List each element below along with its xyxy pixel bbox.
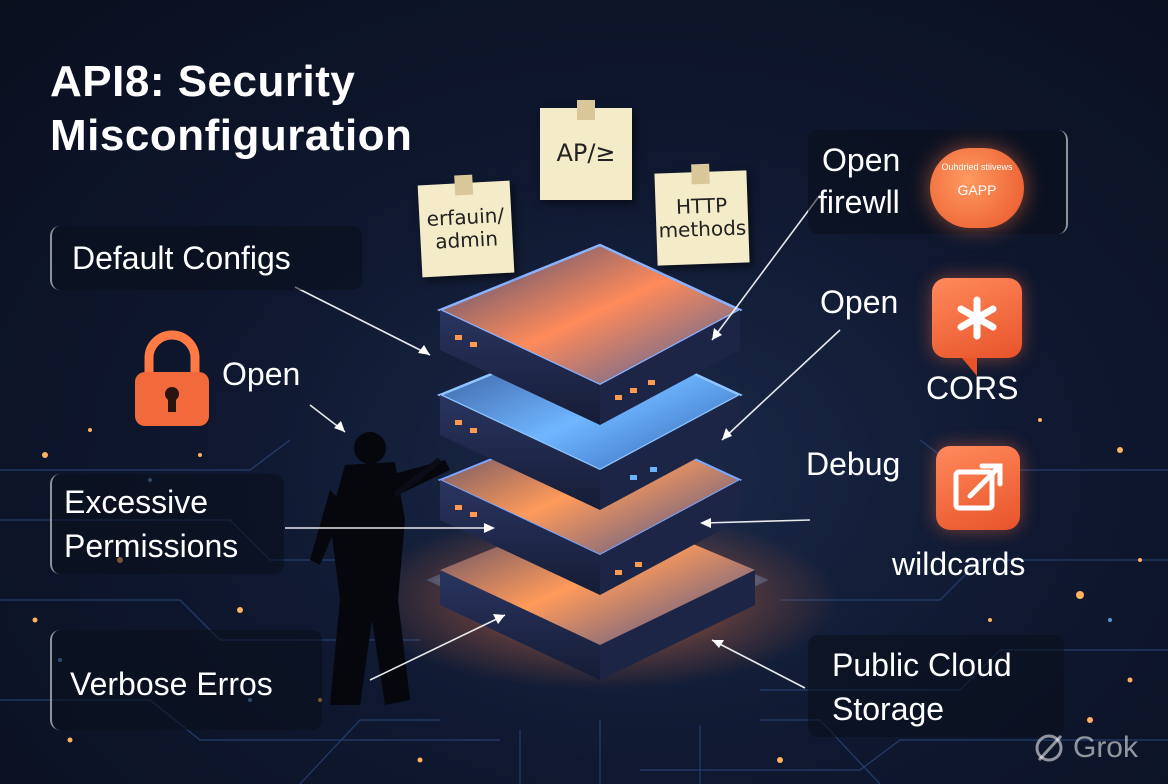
asterisk-icon xyxy=(932,278,1022,376)
tape xyxy=(577,100,595,120)
callout-excessive-permissions: Excessive Permissions xyxy=(50,474,284,574)
callout-verbose-errors: Verbose Erros xyxy=(50,630,322,730)
label-wildcards: wildcards xyxy=(892,546,1026,582)
tape xyxy=(454,174,474,196)
label-excessive-permissions: Excessive Permissions xyxy=(64,484,239,564)
gapp-badge: Ouhdried stiivews GAPP xyxy=(930,148,1024,228)
tape xyxy=(691,163,710,185)
sticky-note-center: AP/≥ xyxy=(540,100,632,200)
callout-public-cloud-storage: Public Cloud Storage xyxy=(808,635,1064,737)
label-open-lock: Open xyxy=(222,356,301,392)
server-stack xyxy=(426,243,769,680)
page-title: API8: Security Misconfiguration xyxy=(50,55,412,163)
label-open-firewall-1: Open xyxy=(822,142,901,178)
title-line-2: Misconfiguration xyxy=(50,111,413,160)
label-default-configs: Default Configs xyxy=(72,240,291,276)
gapp-text: GAPP xyxy=(957,182,997,198)
grok-logo-icon xyxy=(1035,734,1063,762)
lock-icon xyxy=(133,330,211,428)
external-link-icon xyxy=(936,446,1020,530)
label-public-cloud-storage: Public Cloud Storage xyxy=(832,647,1012,727)
callout-default-configs: Default Configs xyxy=(50,226,362,290)
label-verbose-errors: Verbose Erros xyxy=(70,666,273,702)
label-open-cors: Open xyxy=(820,284,899,320)
gapp-small-text: Ouhdried stiivews xyxy=(941,162,1013,172)
sticky-note-right: HTTP methods xyxy=(654,163,750,266)
label-open-firewall-2: firewll xyxy=(818,184,900,220)
grok-watermark: Grok xyxy=(1031,730,1138,766)
note-right-text: HTTP methods xyxy=(658,193,747,243)
title-line-1: API8: Security xyxy=(50,57,356,106)
sticky-note-left: erfauin/ admin xyxy=(417,174,515,278)
note-left-text: erfauin/ admin xyxy=(426,203,505,254)
label-debug: Debug xyxy=(806,446,901,482)
label-cors: CORS xyxy=(926,370,1019,406)
watermark-text: Grok xyxy=(1072,731,1138,764)
note-center-text: AP/≥ xyxy=(556,139,616,168)
